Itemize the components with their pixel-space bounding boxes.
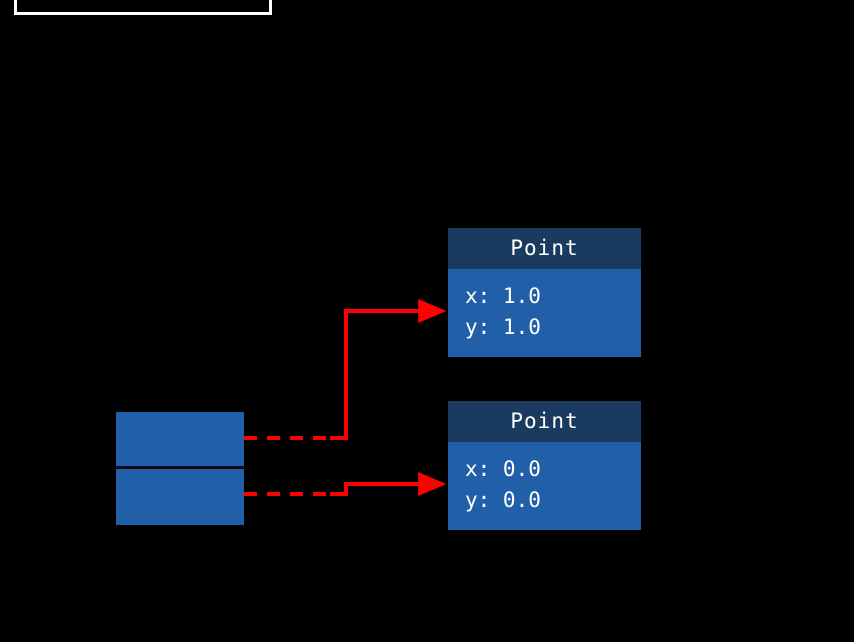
array-cell-0 xyxy=(116,412,244,469)
object-fields-1: x: 1.0 y: 1.0 xyxy=(448,269,641,357)
object-box-point-2: Point x: 0.0 y: 0.0 xyxy=(448,401,641,530)
object-field-x-2: x: 0.0 xyxy=(465,457,541,481)
object-fields-2: x: 0.0 y: 0.0 xyxy=(448,442,641,530)
object-type-name-2: Point xyxy=(448,401,641,442)
reference-arrow-0-path xyxy=(330,299,447,440)
object-box-point-1: Point x: 1.0 y: 1.0 xyxy=(448,228,641,357)
object-field-x-1: x: 1.0 xyxy=(465,284,541,308)
array-box xyxy=(116,412,244,525)
object-type-name-1: Point xyxy=(448,228,641,269)
reference-arrow-1 xyxy=(244,472,447,496)
top-outline-box xyxy=(14,0,272,15)
array-cell-1 xyxy=(116,469,244,526)
object-field-y-1: y: 1.0 xyxy=(465,315,541,339)
reference-arrow-0 xyxy=(244,299,447,440)
reference-arrow-1-path xyxy=(330,472,447,496)
object-field-y-2: y: 0.0 xyxy=(465,488,541,512)
